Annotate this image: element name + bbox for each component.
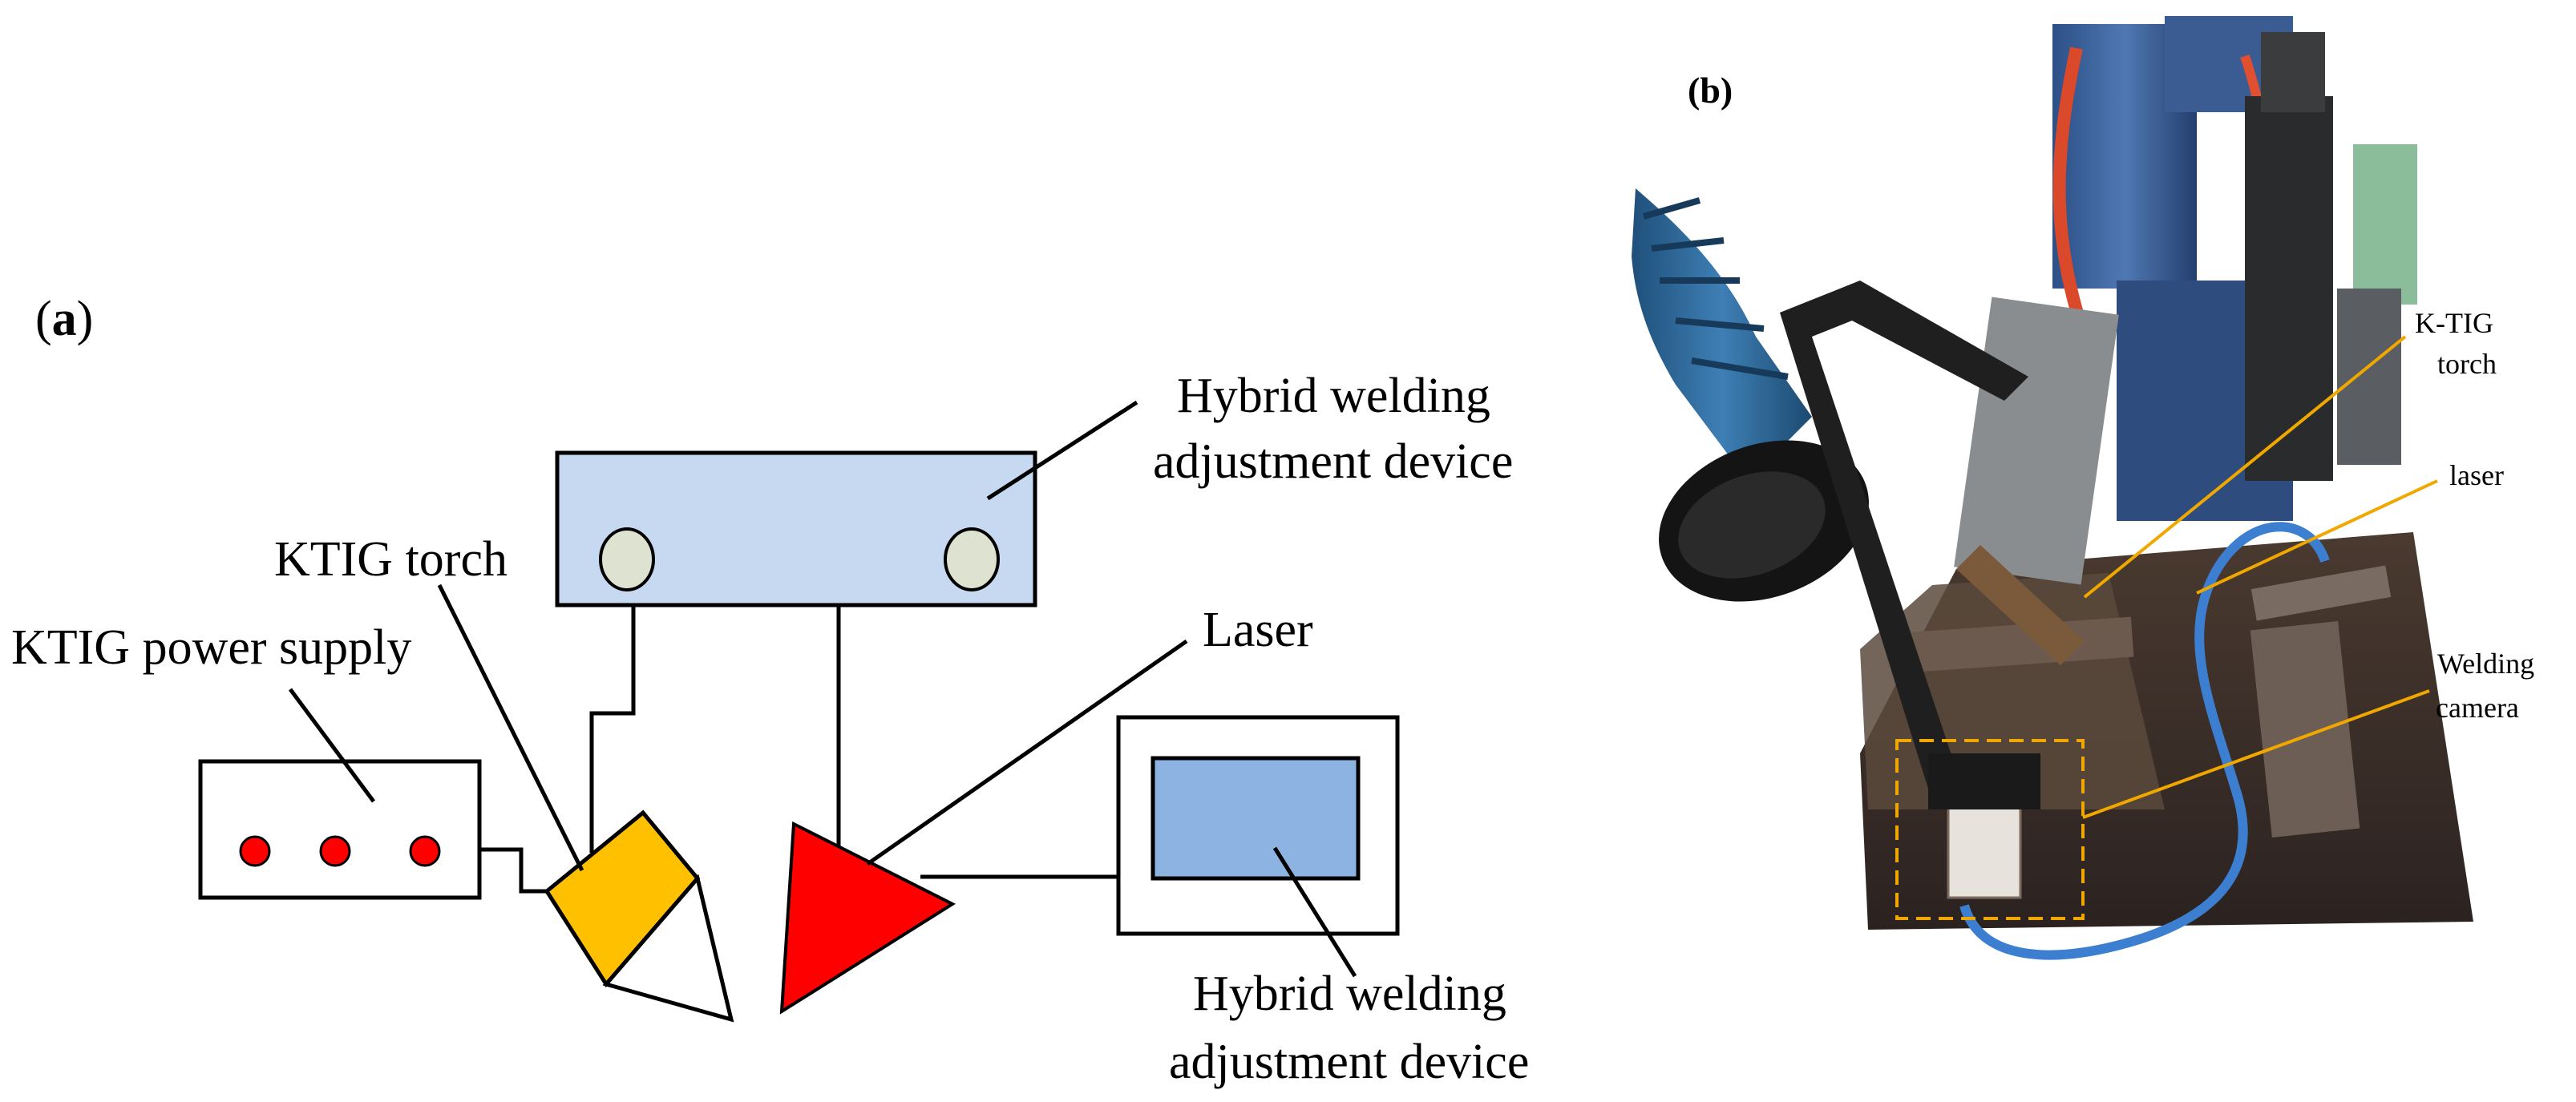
- laser-leader: [866, 639, 1188, 866]
- ktig-power-supply-leader: [288, 688, 376, 803]
- ktig-torch-annotation-line1: K-TIG: [2415, 307, 2493, 339]
- ktig-torch-annotation-line2: torch: [2437, 348, 2497, 380]
- laser-label: Laser: [1203, 603, 1313, 657]
- hybrid-device-top-label-line1: Hybrid welding: [1177, 369, 1490, 423]
- steel-strip: [2250, 620, 2360, 838]
- hybrid-device-bottom-leader: [1272, 846, 1357, 978]
- panel-a-diagram: (a) Hybrid welding adjustment device KTI…: [11, 292, 1529, 1089]
- ktig-torch-arc: [602, 874, 734, 1023]
- power-indicator-3: [409, 835, 441, 867]
- panel-a-label: (a): [35, 292, 93, 346]
- ktig-torch-leader: [437, 583, 584, 872]
- robot-cable-red: [2052, 46, 2091, 339]
- power-indicator-1: [239, 835, 271, 867]
- torch-mount-plate: [1954, 297, 2119, 585]
- welding-camera-annotation-leader: [2082, 689, 2430, 819]
- hybrid-device-top-leader: [986, 400, 1138, 501]
- laser-annotation: laser: [2449, 459, 2504, 491]
- fume-duct: [1632, 188, 1812, 481]
- panel-b-photo: (b) K-TIG torch: [1632, 16, 2534, 960]
- power-to-torch-wire: [479, 847, 547, 894]
- laser-head-green-module: [2353, 144, 2417, 305]
- monitor-screen: [1151, 756, 1361, 881]
- laser-head-top: [2261, 32, 2325, 112]
- ktig-torch-photo: [1956, 545, 2085, 665]
- articulated-arm: [1780, 281, 2028, 801]
- welding-camera-annotation-line1: Welding: [2437, 648, 2534, 680]
- camera-highlight-box: [1895, 739, 2085, 920]
- laser-annotation-leader: [2196, 479, 2438, 595]
- ktig-torch-annotation-leader: [2083, 335, 2407, 599]
- panel-b-label: (b): [1688, 70, 1733, 111]
- laser-head: [779, 821, 956, 1015]
- device-knob-left: [599, 527, 655, 591]
- hybrid-device-bottom-label-line1: Hybrid welding: [1193, 967, 1506, 1021]
- welding-camera-annotation-line2: camera: [2436, 692, 2519, 724]
- hybrid-device-bottom-label-line2: adjustment device: [1169, 1035, 1529, 1089]
- laser-head-body: [2245, 96, 2333, 481]
- welding-camera-top: [1928, 753, 2040, 809]
- camera-cable: [1959, 522, 2330, 960]
- welding-camera-body: [1947, 792, 2022, 899]
- device-knob-right: [944, 527, 1000, 591]
- ktig-power-supply-box: [198, 759, 482, 900]
- power-indicator-2: [319, 835, 351, 867]
- fume-hood-inner: [1678, 471, 1826, 579]
- hybrid-device-top-label-line2: adjustment device: [1153, 434, 1513, 489]
- fume-duct-ribs: [1642, 197, 1789, 380]
- laser-head-side-module: [2337, 289, 2401, 465]
- ktig-power-supply-label: KTIG power supply: [11, 620, 411, 675]
- steel-strip-2: [2250, 565, 2392, 621]
- ktig-torch-label: KTIG torch: [274, 532, 508, 587]
- device-to-torch-wire: [589, 605, 636, 853]
